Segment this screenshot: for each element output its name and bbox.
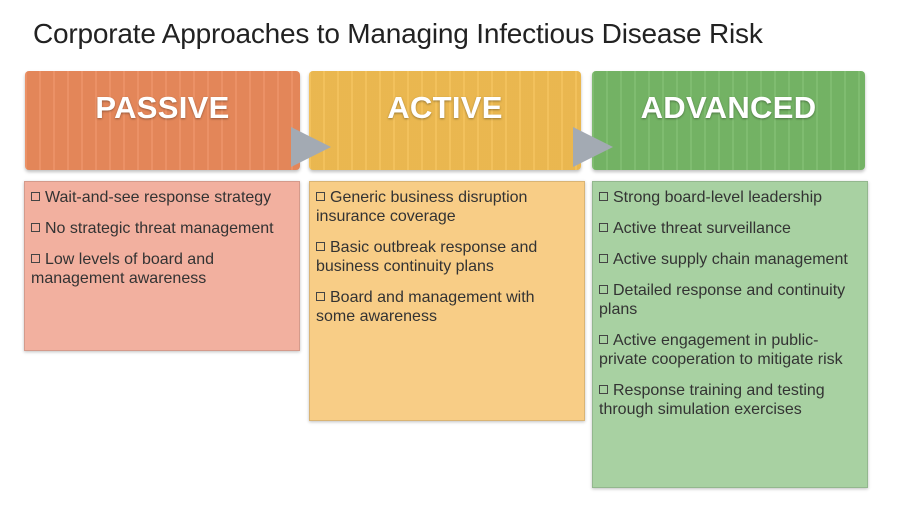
- advanced-list: Strong board-level leadership Active thr…: [592, 181, 868, 488]
- passive-list: Wait-and-see response strategy No strate…: [24, 181, 300, 351]
- list-item: Detailed response and continuity plans: [599, 282, 846, 318]
- square-bullet-icon: [599, 285, 608, 294]
- square-bullet-icon: [599, 335, 608, 344]
- square-bullet-icon: [316, 292, 325, 301]
- square-bullet-icon: [599, 192, 608, 201]
- square-bullet-icon: [599, 254, 608, 263]
- advanced-header: ADVANCED: [592, 71, 865, 170]
- arrow-right-icon: [291, 127, 331, 167]
- diagram-title: Corporate Approaches to Managing Infecti…: [33, 18, 763, 49]
- square-bullet-icon: [31, 192, 40, 201]
- square-bullet-icon: [316, 242, 325, 251]
- list-item: Active engagement in public-private coop…: [599, 332, 843, 368]
- active-list: Generic business disruption insurance co…: [309, 181, 585, 421]
- passive-header: PASSIVE: [25, 71, 300, 170]
- list-item: Strong board-level leadership: [599, 188, 859, 207]
- square-bullet-icon: [31, 223, 40, 232]
- active-heading: ACTIVE: [387, 89, 503, 125]
- square-bullet-icon: [599, 223, 608, 232]
- list-item: Low levels of board and management aware…: [31, 251, 214, 287]
- list-item: Response training and testing through si…: [599, 382, 825, 418]
- list-item: No strategic threat management: [31, 219, 291, 238]
- list-item: Basic outbreak response and business con…: [316, 239, 538, 275]
- list-item: Active supply chain management: [599, 250, 859, 269]
- square-bullet-icon: [31, 254, 40, 263]
- passive-heading: PASSIVE: [95, 89, 230, 125]
- square-bullet-icon: [599, 385, 608, 394]
- list-item: Generic business disruption insurance co…: [316, 189, 528, 225]
- square-bullet-icon: [316, 192, 325, 201]
- list-item: Active threat surveillance: [599, 219, 859, 238]
- list-item: Wait-and-see response strategy: [31, 188, 291, 207]
- advanced-heading: ADVANCED: [640, 89, 817, 125]
- active-header: ACTIVE: [309, 71, 581, 170]
- arrow-right-icon: [573, 127, 613, 167]
- list-item: Board and management with some awareness: [316, 289, 535, 325]
